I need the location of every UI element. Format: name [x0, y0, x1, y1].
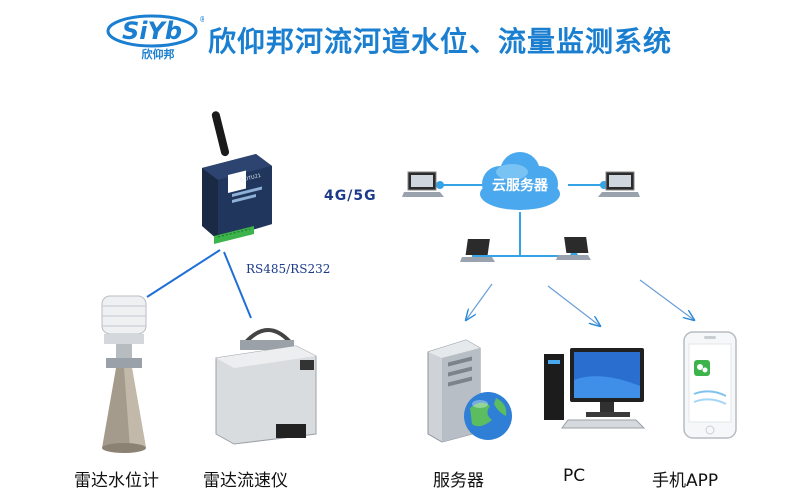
laptop-icon [556, 237, 591, 260]
gateway-to-radar-level-line [146, 249, 221, 298]
server-icon [427, 339, 512, 443]
radar-level-meter-icon [101, 295, 147, 453]
network-link-label: 4G/5G [324, 188, 377, 204]
app-label: 手机APP [652, 471, 719, 491]
cloud-server-icon: 云服务器 [480, 152, 560, 210]
radar-flow-meter-label: 雷达流速仪 [203, 471, 288, 491]
logo-registered: ® [199, 15, 204, 24]
pc-label: PC [563, 466, 586, 486]
arrow-to-pc [547, 285, 600, 326]
qr-code-icon [228, 170, 246, 194]
phone-app-icon [683, 331, 737, 439]
gateway-device: S-DTU21 [202, 111, 272, 244]
laptop-icon [460, 239, 495, 262]
gateway-model-label: S-DTU21 [239, 173, 262, 184]
laptop-icon [402, 171, 444, 197]
radar-flow-meter-icon [215, 328, 317, 445]
gateway-to-radar-flow-line [223, 251, 252, 319]
logo-mark: SiYb ® 欣仰邦 [106, 14, 207, 61]
radar-level-meter-label: 雷达水位计 [74, 471, 159, 491]
arrow-to-app [639, 279, 694, 320]
cloud-label: 云服务器 [492, 177, 549, 194]
logo-text: SiYb [122, 17, 182, 45]
pc-icon [544, 348, 646, 429]
page-title: 欣仰邦河流河道水位、流量监测系统 [208, 25, 673, 58]
antenna-icon [211, 111, 230, 157]
laptop-icon [598, 171, 640, 197]
server-label: 服务器 [433, 471, 484, 491]
arrow-to-server [466, 283, 493, 320]
logo-subtitle: 欣仰邦 [142, 47, 175, 61]
serial-link-label: RS485/RS232 [246, 262, 331, 276]
logo: SiYb ® 欣仰邦 [104, 12, 207, 62]
